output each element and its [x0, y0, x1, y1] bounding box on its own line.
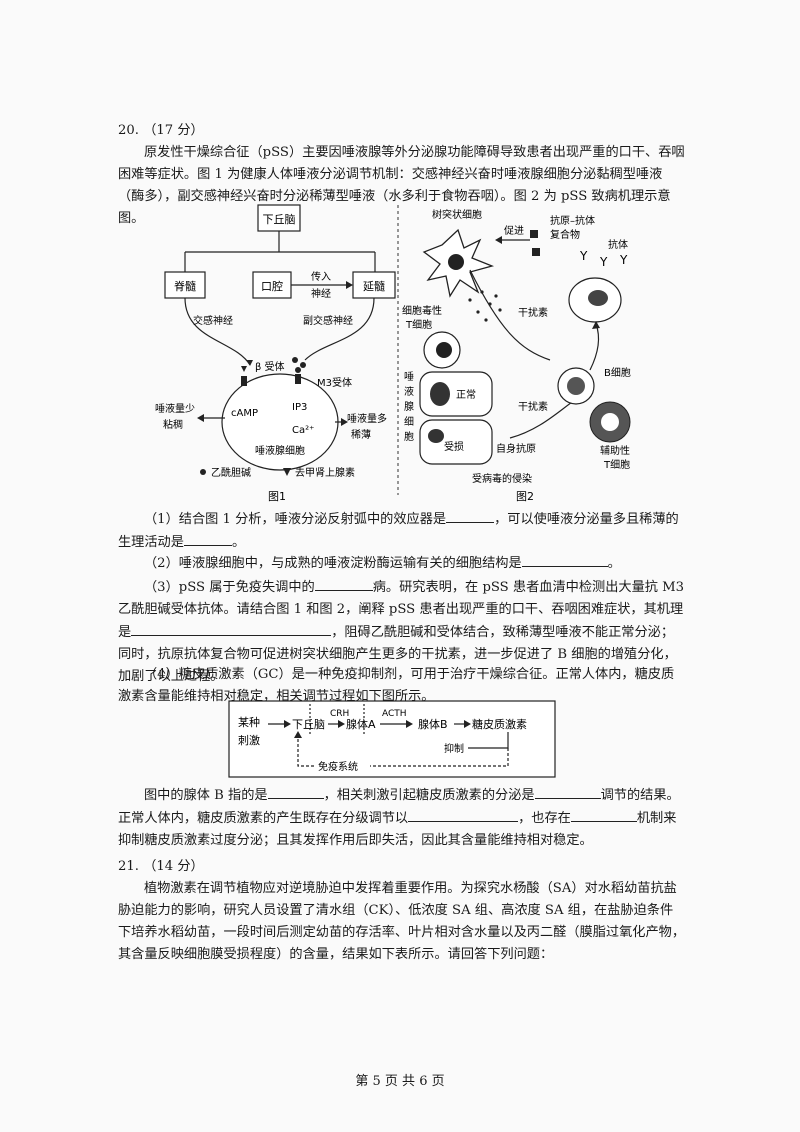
fig1-parasympathetic: 副交感神经	[303, 314, 353, 327]
flow-gland-b: 腺体B	[418, 717, 448, 731]
fig1-caption: 图1	[268, 490, 286, 503]
fig1-hypo-connector	[184, 231, 376, 272]
fig1-beta-receptor: β 受体	[255, 361, 285, 373]
answer-blank-6[interactable]	[267, 784, 324, 799]
fig2-promote: 促进	[504, 224, 524, 237]
flow-acth: ACTH	[382, 709, 407, 719]
answer-blank-3[interactable]	[521, 552, 608, 567]
fig2-virus: 受病毒的侵染	[472, 472, 532, 485]
fig1-ca: Ca²⁺	[292, 425, 314, 436]
q20-number: 20.	[118, 123, 139, 138]
fig1-sympathetic-path	[184, 297, 251, 366]
q21-score: （14 分）	[143, 859, 204, 874]
fig2-normal: 正常	[456, 388, 476, 401]
q21-text: 植物激素在调节植物应对逆境胁迫中发挥着重要作用。为探究水杨酸（SA）对水稻幼苗抗…	[118, 881, 686, 962]
fig2-autoantigen: 自身抗原	[496, 442, 536, 455]
answer-blank-5[interactable]	[131, 621, 332, 636]
fig2-gland-4: 胞	[404, 431, 414, 443]
q20-header: 20. （17 分）	[118, 120, 686, 142]
answer-blank-2[interactable]	[183, 531, 232, 546]
q21-number: 21.	[118, 859, 139, 874]
svg-text:Y: Y	[579, 249, 588, 263]
fig2-interferon-1: 干扰素	[518, 306, 548, 319]
q20-sub2: （2）唾液腺细胞中，与成熟的唾液淀粉酶运输有关的细胞结构是。	[118, 552, 686, 575]
answer-blank-1[interactable]	[446, 508, 495, 523]
q20-sub1: （1）结合图 1 分析，唾液分泌反射弧中的效应器是，可以使唾液分泌量多且稀薄的生…	[118, 508, 686, 554]
q20-sub4b: 图中的腺体 B 指的是，相关刺激引起糖皮质激素的分泌是调节的结果。正常人体内，糖…	[118, 784, 686, 852]
gc-regulation-diagram: 某种 刺激 下丘脑 CRH 腺体A ACTH 腺体B 糖皮质激素 抑制 免疫系统	[228, 700, 556, 778]
fig1-camp: cAMP	[231, 408, 258, 419]
fig1-hypothalamus-box	[257, 204, 301, 232]
q20-score: （17 分）	[143, 123, 204, 138]
fig1-more-saliva-2: 稀薄	[351, 428, 371, 441]
fig2-interferon-2: 干扰素	[518, 400, 548, 413]
flow-gland-a: 腺体A	[346, 717, 376, 731]
answer-blank-9[interactable]	[570, 807, 637, 822]
q20-intro: 原发性干燥综合征（pSS）主要因唾液腺等外分泌腺功能障碍导致患者出现严重的口干、…	[118, 145, 685, 226]
q20-sub4: （4）糖皮质激素（GC）是一种免疫抑制剂，可用于治疗干燥综合征。正常人体内，糖皮…	[118, 667, 675, 704]
fig2-damaged: 受损	[444, 440, 464, 453]
answer-blank-4[interactable]	[314, 576, 373, 591]
q20-sub3: （3）pSS 属于免疫失调中的病。研究表明，在 pSS 患者血清中检测出大量抗 …	[118, 576, 686, 688]
fig1-more-saliva-1: 唾液量多	[347, 412, 387, 425]
svg-text:Y: Y	[619, 253, 628, 267]
fig2-b-cell-label: B细胞	[604, 366, 631, 379]
fig1-ip3: IP3	[292, 402, 307, 413]
fig1-afferent-2: 神经	[311, 287, 331, 300]
flow-stim-2: 刺激	[238, 733, 260, 747]
fig1-afferent-1: 传入	[311, 271, 331, 283]
answer-blank-8[interactable]	[408, 807, 519, 822]
fig1-mouth-box	[252, 271, 292, 299]
fig1-sympathetic: 交感神经	[193, 314, 233, 327]
flow-inhibit: 抑制	[444, 742, 464, 755]
flow-gc: 糖皮质激素	[472, 717, 527, 731]
flow-hypo: 下丘脑	[292, 718, 325, 731]
flow-immune: 免疫系统	[318, 760, 358, 773]
figure-1: 下丘脑 脊髓 口腔 延髓 传入 神经 交感神经 副交感神经 β 受体 M3受体 …	[155, 204, 396, 503]
answer-blank-7[interactable]	[534, 784, 601, 799]
fig2-antibody: 抗体	[608, 238, 628, 251]
fig1-spinal-cord: 脊髓	[174, 279, 196, 293]
figure-divider	[397, 205, 399, 495]
fig1-legend-ne: 去甲肾上腺素	[295, 466, 355, 479]
fig1-medulla: 延髓	[363, 280, 385, 293]
fig1-hypothalamus: 下丘脑	[263, 213, 296, 226]
fig1-less-saliva-2: 粘稠	[163, 418, 183, 431]
fig2-ctl-1: 细胞毒性	[402, 304, 442, 317]
fig1-mouth: 口腔	[261, 279, 283, 293]
fig1-spinal-box	[164, 271, 206, 299]
q21-header: 21. （14 分）	[118, 856, 686, 878]
fig2-gland-1: 液	[404, 385, 414, 398]
fig2-th-2: T细胞	[603, 458, 630, 471]
fig2-ctl-2: T细胞	[405, 318, 432, 331]
flow-stim-1: 某种	[238, 715, 260, 729]
page-footer: 第 5 页 共 6 页	[355, 1074, 445, 1089]
fig2-gland-3: 细	[404, 415, 414, 428]
fig1-parasympathetic-path	[304, 297, 375, 361]
fig2-complex-1: 抗原–抗体	[550, 214, 595, 227]
svg-text:Y: Y	[599, 255, 608, 269]
fig2-caption: 图2	[516, 490, 534, 503]
fig2-gland-0: 唾	[404, 371, 414, 383]
fig1-m3-receptor: M3受体	[317, 377, 352, 389]
fig1-less-saliva-1: 唾液量少	[155, 402, 195, 415]
fig2-gland-label: 唾 液 腺 细 胞	[404, 371, 414, 443]
fig2-complex-2: 复合物	[550, 228, 580, 241]
flow-crh: CRH	[330, 709, 349, 719]
fig1-cell-label: 唾液腺细胞	[255, 444, 305, 457]
fig1-legend-ach: 乙酰胆碱	[211, 466, 251, 479]
fig2-gland-2: 腺	[404, 400, 414, 413]
fig2-dendritic: 树突状细胞	[432, 208, 482, 221]
fig2-th-1: 辅助性	[600, 444, 630, 457]
